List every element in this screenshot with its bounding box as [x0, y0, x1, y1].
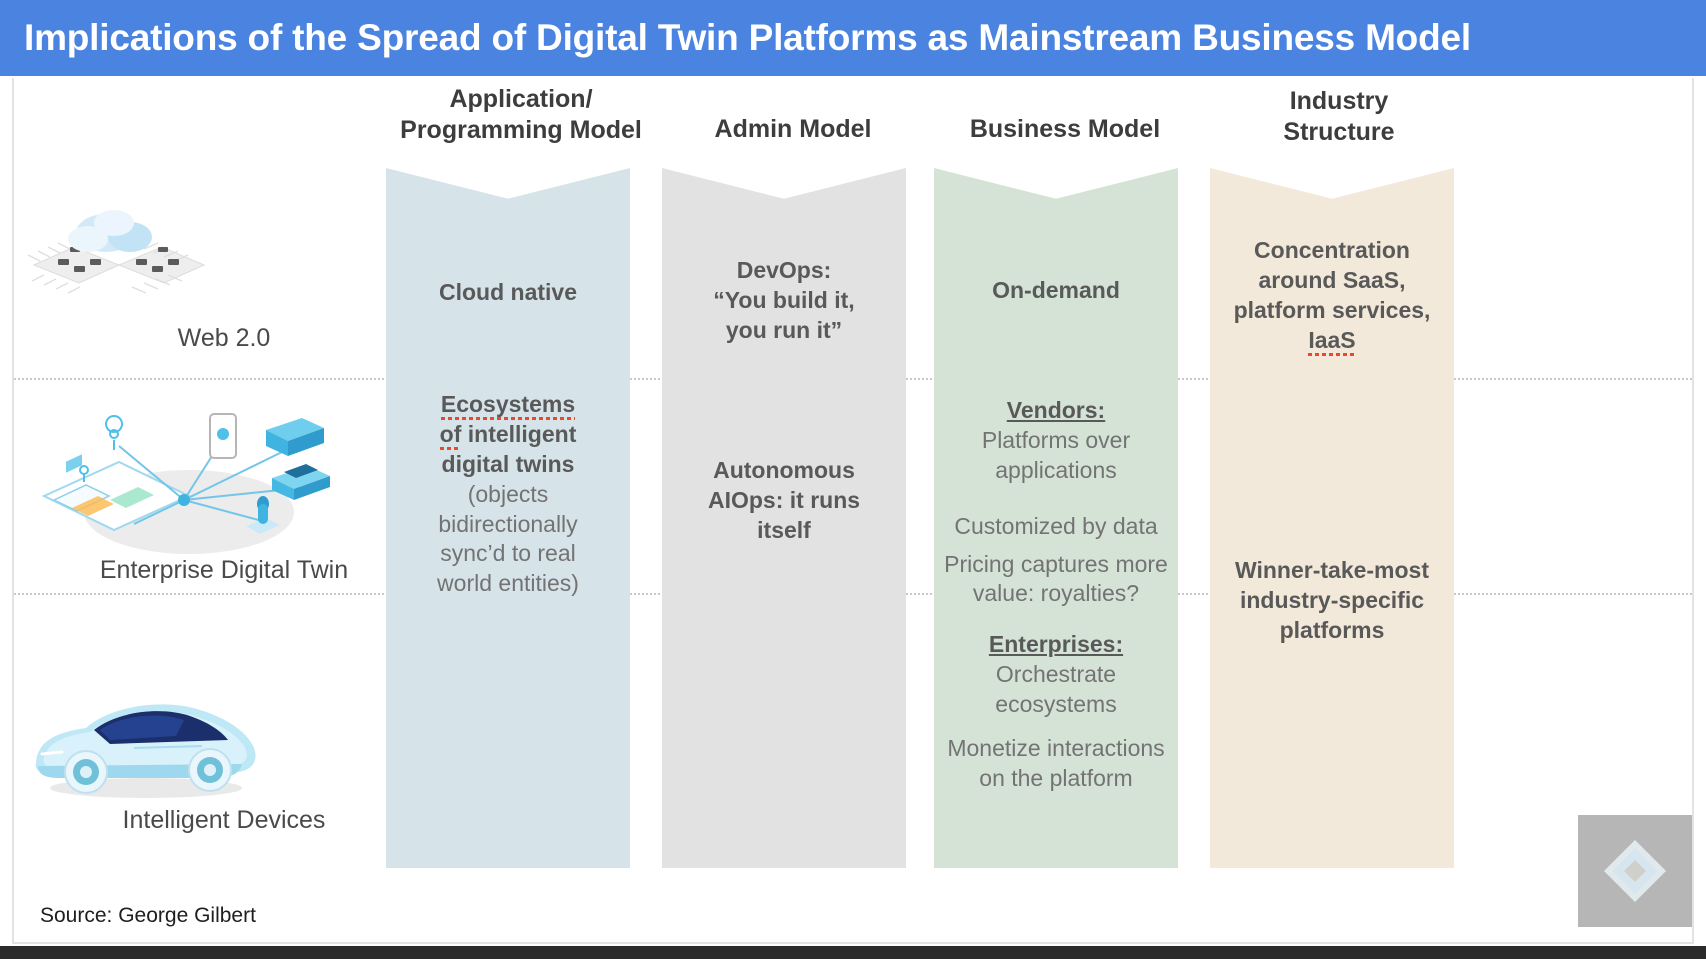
column-header-line1: Business Model	[969, 115, 1161, 143]
band-admin-model: DevOps: “You build it, you run it” Auton…	[662, 168, 906, 868]
bottom-strip	[0, 946, 1706, 959]
digital-twin-network-icon	[41, 413, 330, 554]
row-label-web-20: Web 2.0	[177, 324, 271, 352]
slide-title-bar: Implications of the Spread of Digital Tw…	[0, 0, 1706, 76]
diamond-logo-watermark	[1578, 815, 1692, 927]
column-header-admin-model: Admin Model	[664, 114, 922, 145]
cell-business-enterprises: Enterprises: Orchestrate ecosystems Mone…	[947, 631, 1165, 791]
row-label-enterprise-digital-twin: Enterprise Digital Twin	[99, 556, 349, 584]
column-header-line2: Programming Model	[400, 115, 642, 144]
band-industry-structure: Concentration around SaaS, platform serv…	[1210, 168, 1454, 868]
row-icon-intelligent-devices	[14, 666, 434, 806]
row-label-intelligent-devices: Intelligent Devices	[122, 806, 326, 834]
cell-app-enterprise-digital-twin: Ecosystems of intelligent digital twins …	[437, 391, 579, 597]
cell-app-web20: Cloud native	[438, 279, 577, 305]
diamond-logo-icon	[1604, 840, 1666, 902]
misspelled-word: of	[439, 420, 462, 450]
cell-admin-web20: DevOps: “You build it, you run it”	[713, 257, 855, 343]
row-icon-enterprise-digital-twin	[14, 404, 434, 564]
column-header-business-model: Business Model	[936, 114, 1194, 145]
column-header-application-programming-model: Application/ Programming Model	[392, 84, 650, 145]
slide-canvas: Application/ Programming Model Admin Mod…	[12, 78, 1694, 944]
band-business-model: On-demand Vendors: Platforms over applic…	[934, 168, 1178, 868]
column-header-line1: Application/	[449, 85, 593, 113]
misspelled-word: Ecosystems	[440, 391, 576, 420]
cell-business-vendors: Vendors: Platforms over applications Cus…	[944, 397, 1168, 607]
cell-admin-enterprise-digital-twin: Autonomous AIOps: it runs itself	[707, 457, 861, 543]
cell-business-web20: On-demand	[992, 277, 1120, 303]
column-header-line1: Industry	[1289, 87, 1389, 115]
electric-car-icon	[35, 704, 256, 798]
band-application-programming-model: Cloud native Ecosystems of intelligent d…	[386, 168, 630, 868]
column-header-line2: Structure	[1283, 117, 1395, 146]
column-header-line1: Admin Model	[714, 115, 872, 143]
source-caption: Source: George Gilbert	[40, 904, 256, 927]
cloud-chip-icon	[27, 210, 206, 294]
column-header-industry-structure: Industry Structure	[1210, 86, 1468, 147]
slide-title: Implications of the Spread of Digital Tw…	[24, 17, 1471, 58]
misspelled-word: IaaS	[1308, 326, 1356, 356]
row-icon-web-20	[14, 203, 434, 318]
cell-industry-bottom: Winner-take-most industry-specific platf…	[1234, 557, 1430, 643]
cell-industry-web20: Concentration around SaaS, platform serv…	[1210, 236, 1454, 356]
